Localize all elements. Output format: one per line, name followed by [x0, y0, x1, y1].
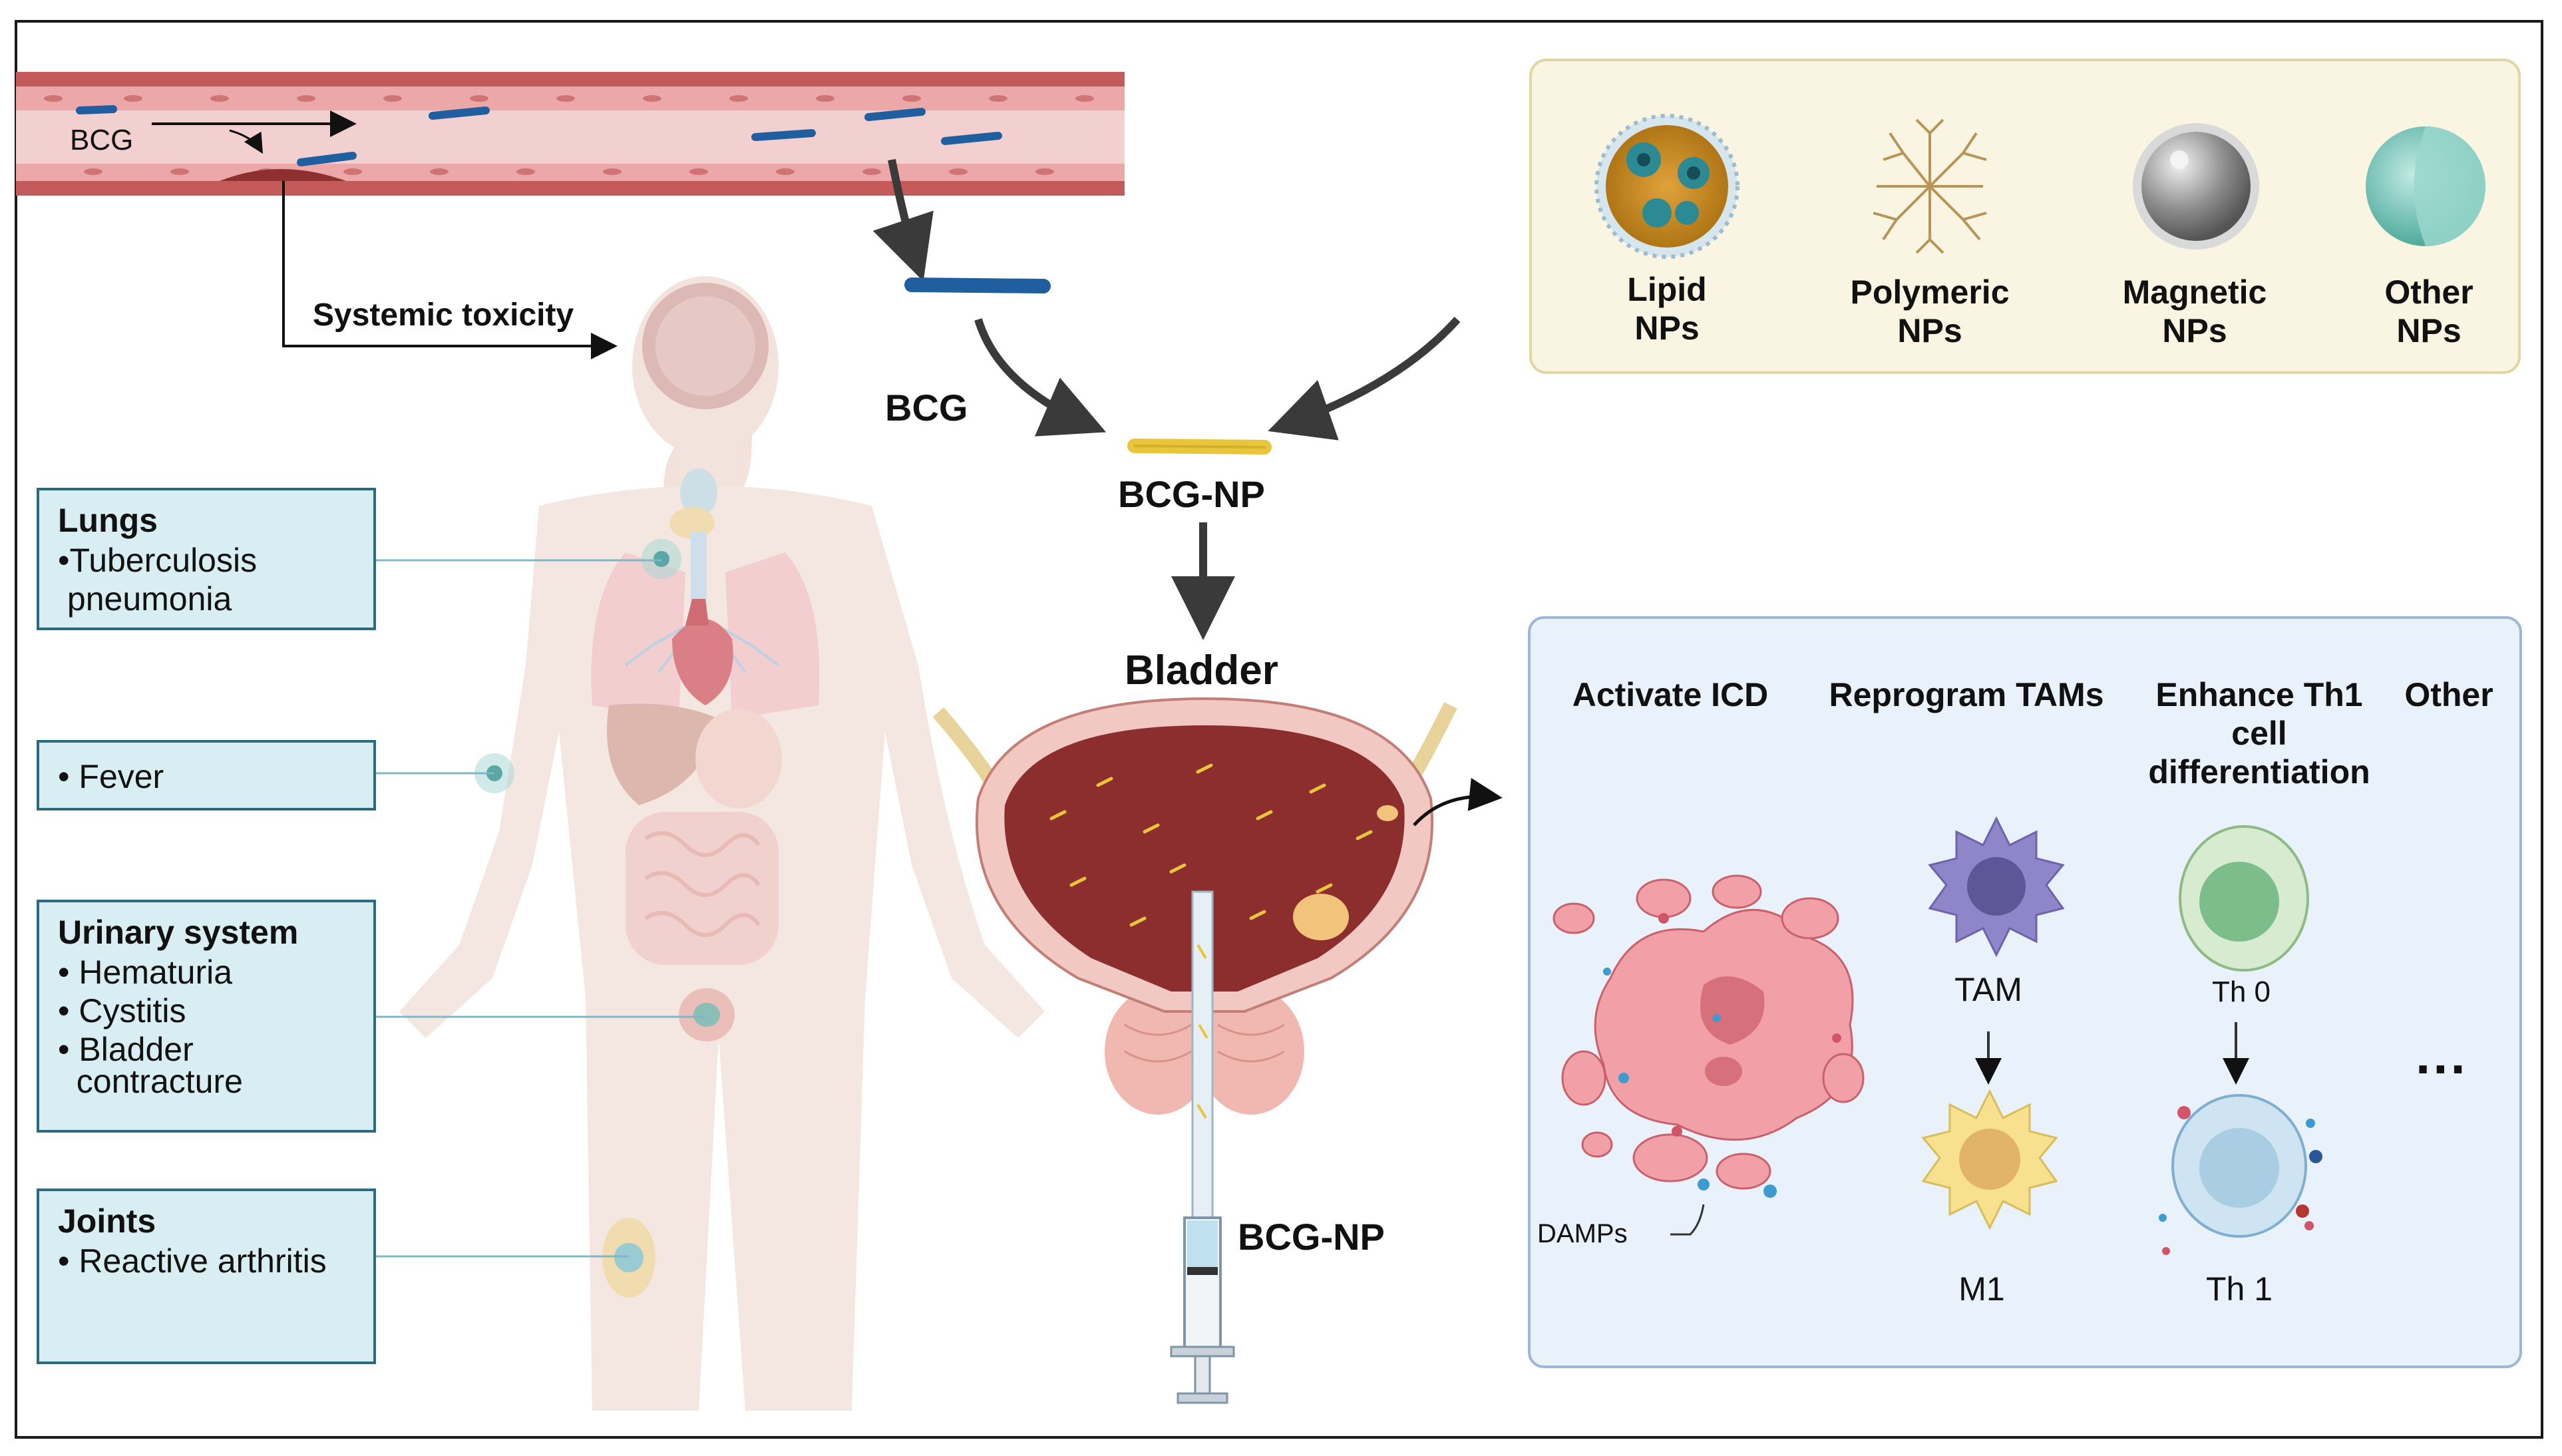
fever-item: • Fever [58, 758, 164, 795]
fever-box: • Fever [37, 740, 376, 811]
flow-bcg-np-label: BCG-NP [1118, 473, 1265, 515]
other-np-label: Other NPs [2384, 273, 2473, 349]
systemic-toxicity-label: Systemic toxicity [313, 297, 574, 333]
m1-label: M1 [1958, 1270, 2005, 1308]
magnetic-np-label: Magnetic NPs [2122, 273, 2267, 349]
flow-arrows [872, 158, 1461, 640]
systemic-toxicity-arrow [282, 181, 618, 359]
joints-box: Joints • Reactive arthritis [37, 1188, 376, 1364]
lipid-np-label: Lipid NPs [1627, 271, 1707, 347]
tam-label: TAM [1954, 971, 2022, 1008]
joints-item-1: • Reactive arthritis [58, 1242, 327, 1280]
lungs-item-1: •Tuberculosis [58, 542, 258, 579]
urinary-item-2: • Cystitis [58, 992, 186, 1029]
joints-title: Joints [58, 1202, 156, 1240]
urinary-item-3: • Bladder [58, 1031, 194, 1068]
urinary-system-box: Urinary system • Hematuria • Cystitis • … [37, 900, 376, 1133]
vessel-bcg-label: BCG [70, 124, 134, 156]
urinary-title: Urinary system [58, 914, 299, 951]
polymeric-np-label: Polymeric NPs [1850, 273, 2010, 349]
other-header: Other [2404, 676, 2493, 713]
organ-connectors [374, 559, 705, 1258]
lungs-item-2: pneumonia [58, 580, 232, 618]
lungs-box: Lungs •Tuberculosis pneumonia [37, 488, 376, 630]
flow-bcg-label: BCG [885, 387, 968, 429]
activate-icd-header: Activate ICD [1572, 676, 1769, 713]
human-body [399, 276, 1045, 1411]
damps-label: DAMPs [1537, 1219, 1628, 1248]
urinary-item-1: • Hematuria [58, 954, 233, 991]
blood-vessel [16, 72, 1125, 196]
urinary-item-4: contracture [58, 1063, 243, 1100]
other-ellipsis: ... [2416, 1025, 2468, 1085]
syringe-bcg-np-label: BCG-NP [1238, 1216, 1385, 1258]
figure-frame [15, 20, 2543, 1439]
mechanism-arrow [1413, 778, 1503, 826]
th0-label: Th 0 [2211, 976, 2271, 1008]
lungs-title: Lungs [58, 502, 158, 539]
enhance-th1-header: Enhance Th1 cell differentiation [2148, 676, 2370, 791]
bladder-illustration [932, 697, 1457, 1404]
th1-label: Th 1 [2205, 1270, 2273, 1308]
reprogram-tams-header: Reprogram TAMs [1829, 676, 2104, 713]
bladder-label: Bladder [1125, 647, 1278, 693]
